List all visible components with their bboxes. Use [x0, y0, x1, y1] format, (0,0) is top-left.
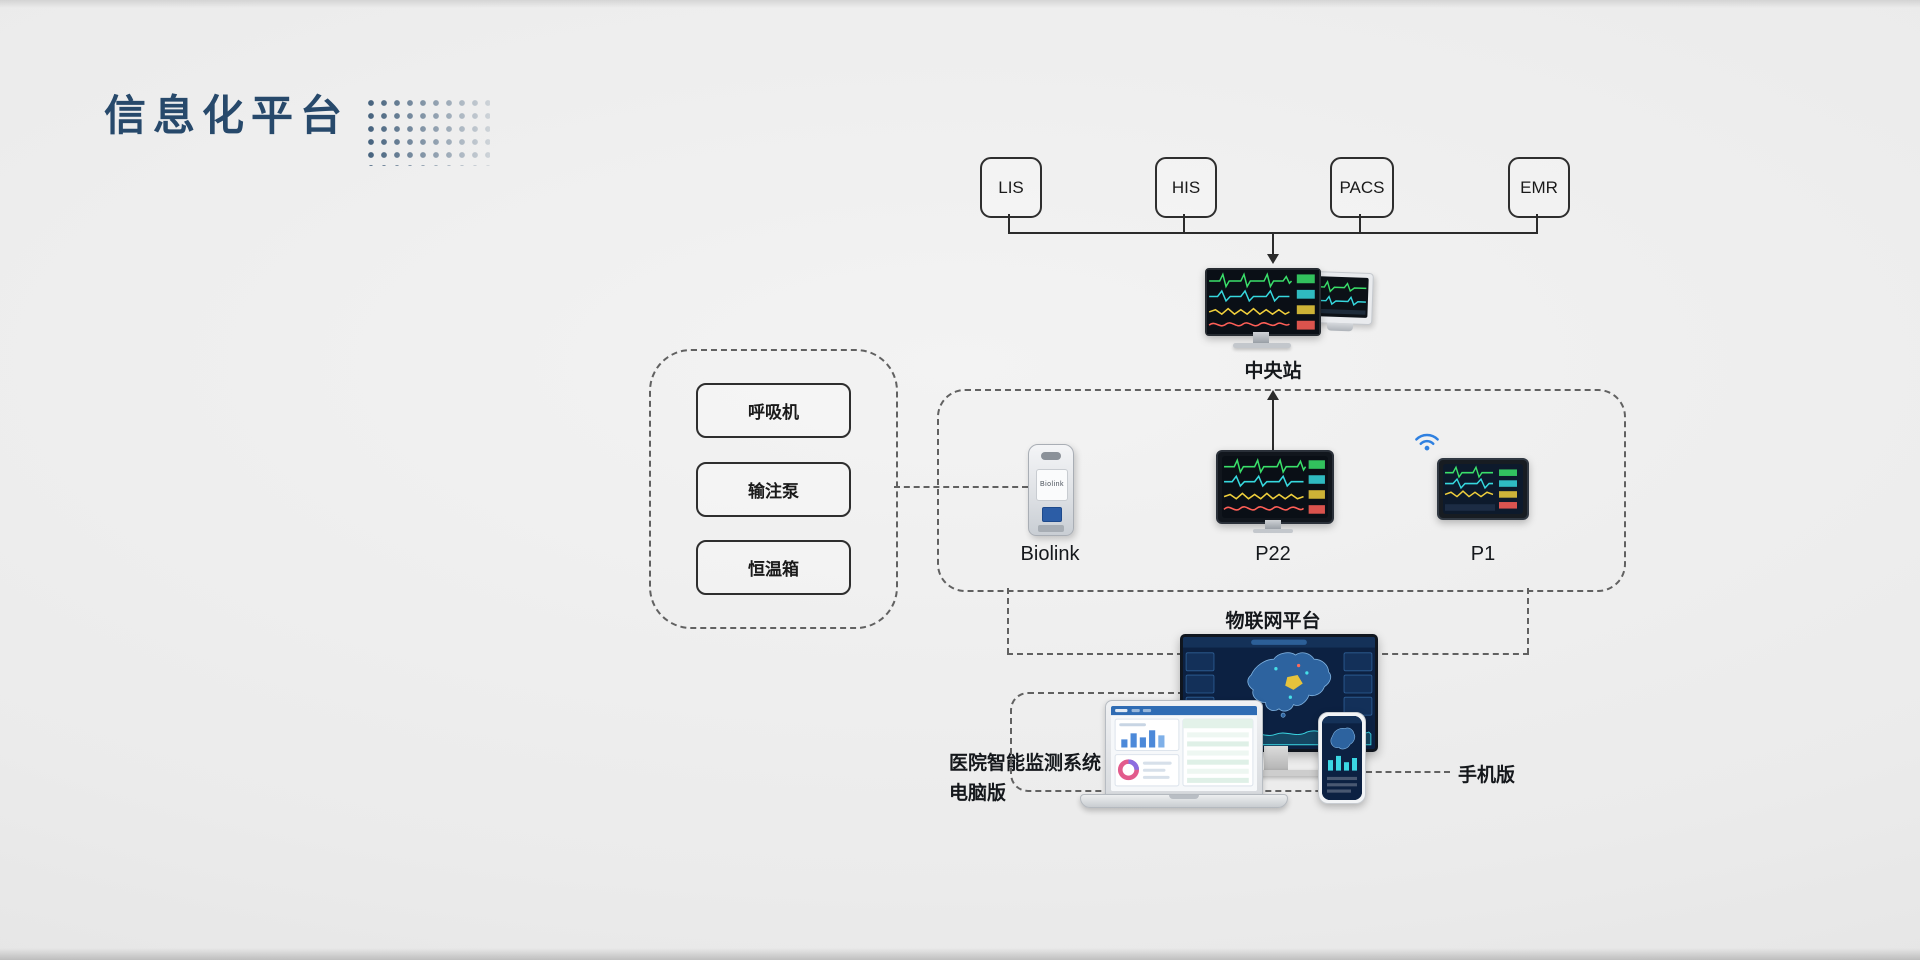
- wifi-icon: [1412, 427, 1442, 453]
- connector-iot-to-central: [1272, 400, 1274, 450]
- equipment-box-ventilator: 呼吸机: [696, 383, 851, 438]
- iot-platform-dashed-box: [937, 389, 1626, 592]
- arrow-up-icon: [1267, 390, 1279, 400]
- system-label-lis: LIS: [998, 177, 1024, 197]
- top-edge-shadow: [0, 0, 1920, 8]
- system-box-pacs: PACS: [1330, 157, 1394, 218]
- equipment-box-incubator: 恒温箱: [696, 540, 851, 595]
- system-label-his: HIS: [1171, 177, 1201, 197]
- central-monitor-icon: [1205, 268, 1321, 336]
- laptop-illustration: [1080, 700, 1288, 812]
- mobile-version-label: 手机版: [1458, 765, 1516, 786]
- system-box-his: HIS: [1155, 157, 1217, 218]
- p1-illustration: [1437, 458, 1529, 520]
- equipment-box-infusion-pump: 输注泵: [696, 462, 851, 517]
- pc-system-label-line1: 医院智能监测系统: [949, 753, 1102, 774]
- connector-phone-to-mobile-label: [1366, 771, 1450, 773]
- pc-system-label-line2: 电脑版: [949, 783, 1007, 804]
- biolink-top-button-icon: [1041, 452, 1061, 460]
- system-label-pacs: PACS: [1339, 177, 1385, 197]
- connector-to-central-station: [1272, 232, 1274, 255]
- biolink-illustration: Biolink: [1028, 444, 1074, 536]
- connector-pacs-stub: [1359, 214, 1361, 233]
- p22-label: P22: [1255, 543, 1291, 565]
- equipment-dashed-box: [649, 349, 898, 629]
- connector-his-stub: [1183, 214, 1185, 233]
- secondary-display-icon: [1308, 270, 1374, 332]
- p1-label: P1: [1470, 543, 1496, 565]
- central-station-illustration: [1205, 266, 1377, 354]
- connector-equipment-to-biolink: [894, 486, 1028, 488]
- phone-illustration: [1318, 712, 1366, 804]
- equipment-label-infusion-pump: 输注泵: [748, 482, 799, 501]
- connector-left-to-monitor: [1007, 653, 1193, 655]
- connector-iot-down-left: [1007, 588, 1009, 654]
- central-station-label: 中央站: [1244, 361, 1302, 382]
- connector-iot-down-right: [1527, 588, 1529, 654]
- iot-platform-label: 物联网平台: [1225, 611, 1321, 632]
- equipment-label-incubator: 恒温箱: [748, 560, 799, 579]
- connector-emr-stub: [1536, 214, 1538, 233]
- biolink-port-icon: [1042, 507, 1062, 522]
- biolink-label: Biolink: [1020, 543, 1080, 565]
- dots-decoration-icon: [368, 100, 490, 166]
- connector-lis-stub: [1008, 214, 1010, 233]
- biolink-device-marking: Biolink: [1039, 481, 1065, 488]
- arrow-down-icon: [1267, 254, 1279, 264]
- system-box-emr: EMR: [1508, 157, 1570, 218]
- equipment-label-ventilator: 呼吸机: [748, 403, 799, 422]
- page-title: 信息化平台: [104, 92, 350, 139]
- p22-illustration: [1216, 450, 1334, 536]
- connector-right-to-monitor: [1372, 653, 1529, 655]
- bottom-edge-shadow: [0, 948, 1920, 960]
- system-label-emr: EMR: [1520, 177, 1558, 197]
- system-box-lis: LIS: [980, 157, 1042, 218]
